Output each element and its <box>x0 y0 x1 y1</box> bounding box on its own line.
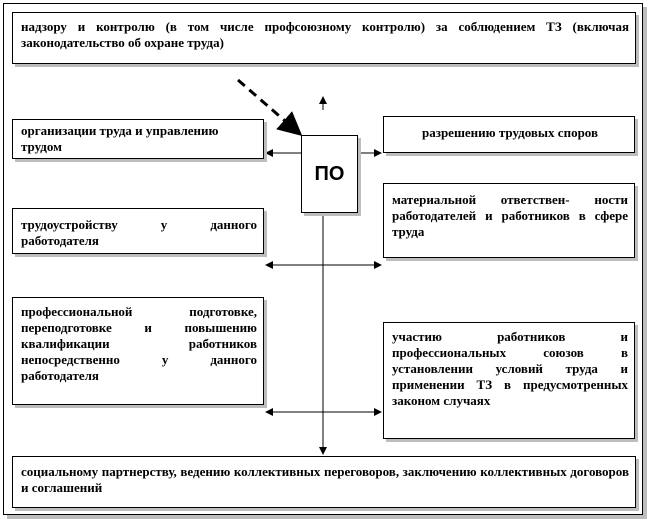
outer-frame <box>3 3 643 515</box>
box-top: надзору и контролю (в том числе профсоюз… <box>12 12 636 64</box>
box-bottom: социальному партнерству, ведению коллект… <box>12 456 636 508</box>
hub-label: ПО <box>314 162 345 185</box>
box-right2-text: материальной ответствен- ности работодат… <box>392 192 628 239</box>
box-left2: трудоустройству у данного работодателя <box>12 208 264 254</box>
box-right2: материальной ответствен- ности работодат… <box>383 183 635 258</box>
box-right3: участию работников и профессиональных со… <box>383 322 635 439</box>
box-top-text: надзору и контролю (в том числе профсоюз… <box>21 19 629 50</box>
box-left1-text: организации труда и управлению трудом <box>21 123 219 154</box>
hub-box: ПО <box>301 135 358 213</box>
box-right1: разрешению трудовых споров <box>383 116 635 153</box>
box-right3-text: участию работников и профессиональных со… <box>392 329 628 408</box>
box-left3: профессиональной подготовке, переподгото… <box>12 297 264 405</box>
box-bottom-text: социальному партнерству, ведению коллект… <box>21 464 629 495</box>
box-left3-text: профессиональной подготовке, переподгото… <box>21 304 257 383</box>
box-right1-text: разрешению трудовых споров <box>421 125 598 140</box>
box-left2-text: трудоустройству у данного работодателя <box>21 217 257 248</box>
dashed-arrow <box>237 78 303 136</box>
box-left1: организации труда и управлению трудом <box>12 119 264 159</box>
